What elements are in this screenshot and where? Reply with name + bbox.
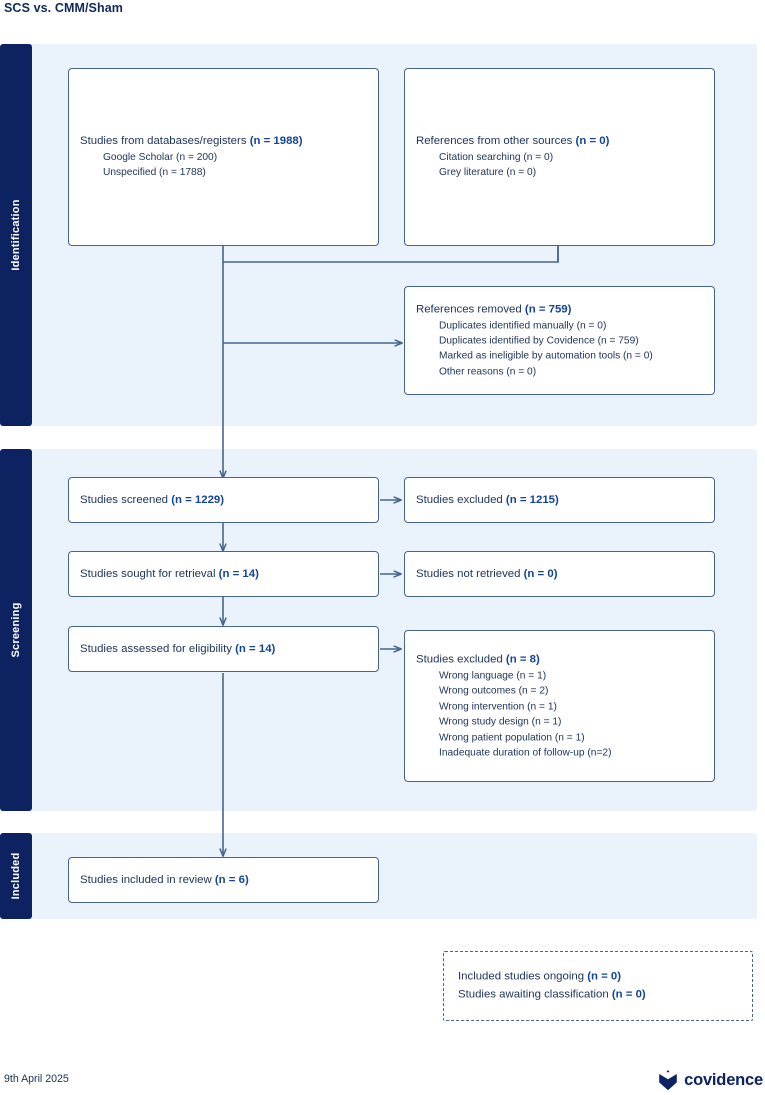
list-item: Wrong patient population (n = 1) [439, 731, 585, 743]
box-references-removed-label: References removed [416, 303, 525, 316]
footer-date: 9th April 2025 [4, 1073, 69, 1085]
covidence-shield-icon [659, 1070, 677, 1090]
band-label-identification: Identification [0, 44, 32, 426]
box-assessed-for-eligibility-label: Studies assessed for eligibility [80, 643, 236, 655]
box-included-in-review-label: Studies included in review [80, 874, 215, 886]
box-other-sources: References from other sources (n = 0) Ci… [404, 68, 715, 246]
list-item: Google Scholar (n = 200) [103, 152, 218, 164]
box-databases-registers-main: Studies from databases/registers (n = 19… [80, 133, 370, 149]
band-label-included: Included [0, 833, 32, 919]
band-label-screening: Screening [0, 449, 32, 811]
list-item: Duplicates identified manually (n = 0) [439, 320, 607, 332]
covidence-logo: covidence [658, 1068, 763, 1092]
box-not-retrieved: Studies not retrieved (n = 0) [404, 551, 715, 597]
box-sought-for-retrieval-label: Studies sought for retrieval [80, 568, 219, 580]
list-item: Wrong language (n = 1) [439, 670, 547, 682]
box-studies-excluded-eligibility-sublist: Wrong language (n = 1) Wrong outcomes (n… [416, 668, 706, 760]
box-not-retrieved-label: Studies not retrieved [416, 568, 524, 580]
box-studies-excluded-screening-count: (n = 1215) [505, 494, 559, 506]
box-awaiting-classification-count: (n = 0) [611, 988, 646, 1000]
box-assessed-for-eligibility-count: (n = 14) [235, 643, 276, 655]
box-included-in-review-main: Studies included in review (n = 6) [80, 872, 370, 888]
box-references-removed-count: (n = 759) [524, 303, 572, 316]
box-databases-registers-label: Studies from databases/registers [80, 135, 250, 148]
box-included-in-review-count: (n = 6) [214, 874, 249, 886]
box-not-retrieved-count: (n = 0) [523, 568, 558, 580]
box-references-removed: References removed (n = 759) Duplicates … [404, 286, 715, 395]
covidence-wordmark: covidence [684, 1070, 763, 1089]
box-ongoing-line: Included studies ongoing (n = 0) [458, 969, 744, 987]
box-studies-excluded-screening-main: Studies excluded (n = 1215) [416, 492, 706, 508]
list-item: Grey literature (n = 0) [439, 167, 537, 179]
list-item: Citation searching (n = 0) [439, 152, 554, 164]
box-studies-excluded-eligibility-main: Studies excluded (n = 8) [416, 651, 706, 667]
list-item: Unspecified (n = 1788) [103, 167, 206, 179]
box-studies-excluded-eligibility-label: Studies excluded [416, 653, 506, 666]
box-awaiting-classification-line: Studies awaiting classification (n = 0) [458, 986, 744, 1004]
list-item: Other reasons (n = 0) [439, 366, 537, 378]
box-other-sources-main: References from other sources (n = 0) [416, 133, 706, 149]
box-databases-registers-sublist: Google Scholar (n = 200) Unspecified (n … [80, 150, 370, 181]
box-assessed-for-eligibility: Studies assessed for eligibility (n = 14… [68, 626, 379, 672]
band-label-identification-text: Identification [10, 199, 22, 271]
list-item: Wrong study design (n = 1) [439, 716, 562, 728]
list-item: Inadequate duration of follow-up (n=2) [439, 747, 612, 759]
box-included-in-review: Studies included in review (n = 6) [68, 857, 379, 903]
list-item: Wrong intervention (n = 1) [439, 701, 557, 713]
box-awaiting-classification-label: Studies awaiting classification [458, 988, 612, 1000]
box-studies-excluded-eligibility: Studies excluded (n = 8) Wrong language … [404, 630, 715, 782]
box-studies-screened-label: Studies screened [80, 494, 172, 506]
box-assessed-for-eligibility-main: Studies assessed for eligibility (n = 14… [80, 641, 370, 657]
box-databases-registers-count: (n = 1988) [249, 135, 303, 148]
box-ongoing-awaiting: Included studies ongoing (n = 0) Studies… [443, 951, 753, 1021]
box-sought-for-retrieval-count: (n = 14) [218, 568, 259, 580]
box-sought-for-retrieval: Studies sought for retrieval (n = 14) [68, 551, 379, 597]
box-studies-screened-count: (n = 1229) [171, 494, 225, 506]
box-studies-excluded-screening-label: Studies excluded [416, 494, 506, 506]
page-title: SCS vs. CMM/Sham [4, 1, 123, 15]
box-other-sources-count: (n = 0) [575, 135, 610, 148]
box-other-sources-sublist: Citation searching (n = 0) Grey literatu… [416, 150, 706, 181]
band-label-screening-text: Screening [10, 602, 22, 658]
box-other-sources-label: References from other sources [416, 135, 576, 148]
box-references-removed-main: References removed (n = 759) [416, 301, 706, 317]
box-studies-screened-main: Studies screened (n = 1229) [80, 492, 370, 508]
band-label-included-text: Included [10, 852, 22, 900]
box-references-removed-sublist: Duplicates identified manually (n = 0) D… [416, 318, 706, 380]
box-studies-screened: Studies screened (n = 1229) [68, 477, 379, 523]
box-sought-for-retrieval-main: Studies sought for retrieval (n = 14) [80, 566, 370, 582]
box-databases-registers: Studies from databases/registers (n = 19… [68, 68, 379, 246]
box-ongoing-count: (n = 0) [587, 970, 622, 983]
box-not-retrieved-main: Studies not retrieved (n = 0) [416, 566, 706, 582]
box-ongoing-label: Included studies ongoing [458, 970, 588, 983]
list-item: Wrong outcomes (n = 2) [439, 685, 549, 697]
box-studies-excluded-eligibility-count: (n = 8) [505, 653, 540, 666]
list-item: Duplicates identified by Covidence (n = … [439, 335, 639, 347]
box-studies-excluded-screening: Studies excluded (n = 1215) [404, 477, 715, 523]
list-item: Marked as ineligible by automation tools… [439, 351, 653, 362]
